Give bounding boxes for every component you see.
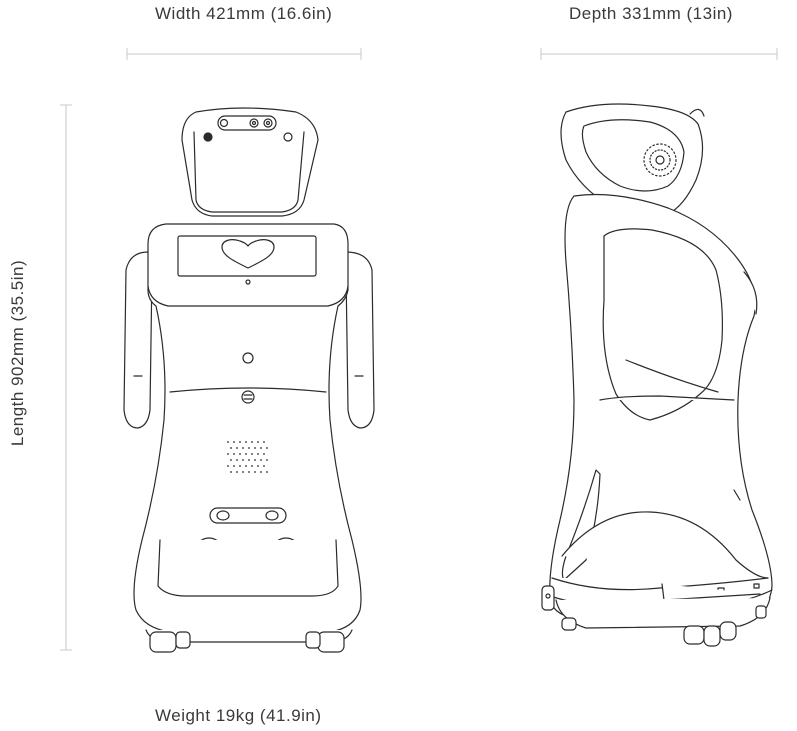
- side-microphone-icon: [643, 143, 677, 177]
- depth-dimension-label: Depth 331mm (13in): [569, 4, 733, 23]
- side-wheel-front: [541, 585, 555, 611]
- heart-icon: [221, 239, 275, 269]
- left-arm: [123, 251, 153, 429]
- robot-side-view: [541, 103, 773, 647]
- length-guide-line: [60, 104, 72, 651]
- speaker-grille: [227, 441, 268, 473]
- width-dimension-label: Width 421mm (16.6in): [155, 4, 333, 23]
- robot-front-view: [123, 107, 375, 653]
- camera-bar: [217, 115, 277, 131]
- base-side: [551, 577, 769, 591]
- navigation-button-icon: [241, 390, 255, 404]
- right-arm: [345, 251, 375, 429]
- head-sensor-right-icon: [283, 132, 293, 142]
- weight-dimension-label: Weight 19kg (41.9in): [155, 706, 322, 725]
- front-wheel-right: [305, 631, 345, 653]
- depth-guide-line: [540, 48, 778, 60]
- camera-left-icon: [219, 118, 229, 128]
- base-front: [157, 539, 339, 597]
- head-sensor-left-icon: [203, 132, 213, 142]
- depth-sensor-bar: [209, 507, 287, 524]
- side-wheel-rear: [683, 621, 737, 647]
- width-guide-line: [126, 48, 362, 60]
- front-wheel-left: [149, 631, 191, 653]
- power-button-icon: [242, 352, 254, 364]
